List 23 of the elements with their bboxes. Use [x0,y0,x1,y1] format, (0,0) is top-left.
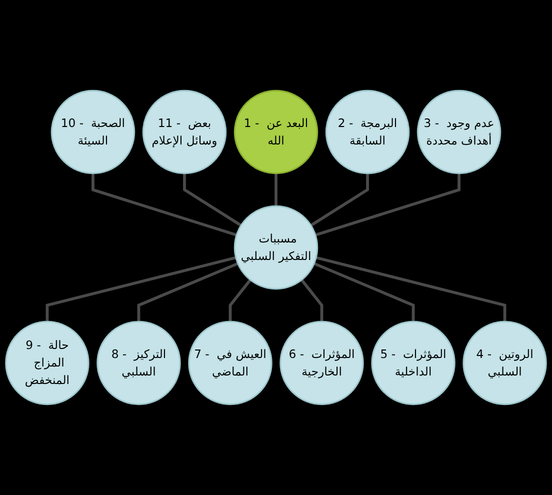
connector [92,173,237,236]
node-circle: 1 - البعد عن الله [234,90,318,174]
node-circle: 7 - العيش في الماضي [188,320,272,406]
connector [46,256,236,322]
connector [314,262,415,322]
node-circle: 2 - البرمجة السابقة [325,90,410,174]
connector [137,262,238,322]
node-circle: 8 - التركيز السلبي [96,320,181,406]
connector [228,279,252,322]
connector [183,173,242,227]
node-circle: 9 - حالة المزاج المنخفض [5,320,90,406]
node-circle: مسببات التفكير السلبي [234,205,318,290]
node-circle: 10 - الصحبة السيئة [50,90,136,174]
node-circle: 6 - المؤثرات الخارجية [280,320,364,406]
node-circle: 4 - الروتين السلبي [462,320,547,406]
connector [274,173,278,206]
connector [316,256,506,322]
connector [315,173,460,236]
node-circle: 11 - بعض وسائل الإعلام [142,90,227,174]
node-circle: 3 - عدم وجود أهداف محددة [416,90,502,174]
node-circle: 5 - المؤثرات الداخلية [371,320,456,406]
connector [310,173,369,227]
connector [300,279,324,322]
